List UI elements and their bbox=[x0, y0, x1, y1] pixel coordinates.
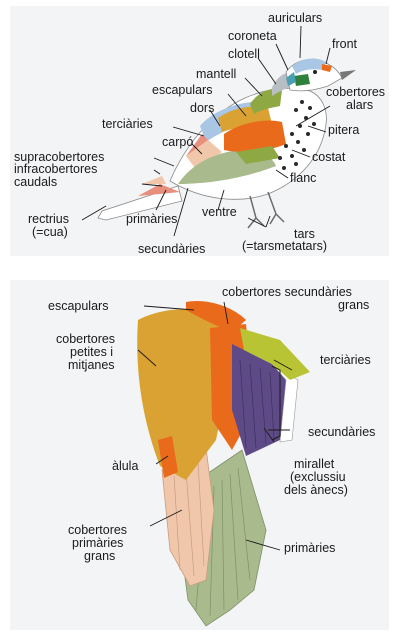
label-secundaries-top: secundàries bbox=[138, 243, 205, 256]
label-escapulars-wing: escapulars bbox=[48, 300, 108, 313]
label-mantell: mantell bbox=[196, 68, 236, 81]
label-costat: costat bbox=[312, 151, 345, 164]
label-cobertores-alars-2: alars bbox=[346, 99, 373, 112]
label-cobertores-primaries-3: grans bbox=[84, 550, 115, 563]
bottom-panel-wing-topography: escapulars cobertores secundàries grans … bbox=[10, 280, 389, 630]
label-carpo: carpó bbox=[162, 136, 193, 149]
label-dors: dors bbox=[190, 102, 214, 115]
label-cobertores-secundaries-2: grans bbox=[338, 299, 369, 312]
label-escapulars-top: escapulars bbox=[152, 84, 212, 97]
label-primaries-top: primàries bbox=[126, 213, 177, 226]
top-panel-bird-topography: auriculars coroneta front clotell mantel… bbox=[10, 6, 389, 256]
label-rectrius-2: (=cua) bbox=[32, 226, 68, 239]
label-infracobertores-2: caudals bbox=[14, 176, 57, 189]
ear-coverts-auriculars bbox=[294, 74, 310, 86]
label-secundaries-wing: secundàries bbox=[308, 426, 375, 439]
label-alula: àlula bbox=[112, 460, 138, 473]
label-cobertores-secundaries-1: cobertores secundàries bbox=[222, 286, 352, 299]
label-tars-2: (=tarsmetatars) bbox=[242, 240, 327, 253]
label-cobertores-petites-3: mitjanes bbox=[68, 359, 115, 372]
label-clotell: clotell bbox=[228, 48, 260, 61]
label-terciaries-wing: terciàries bbox=[320, 354, 371, 367]
eye bbox=[313, 70, 317, 74]
label-front: front bbox=[332, 38, 357, 51]
label-auriculars: auriculars bbox=[268, 12, 322, 25]
label-flanc: flanc bbox=[290, 172, 316, 185]
label-ventre: ventre bbox=[202, 206, 237, 219]
label-terciaries-top: terciàries bbox=[102, 118, 153, 131]
label-mirallet-3: dels ànecs) bbox=[284, 484, 348, 497]
label-pitera: pitera bbox=[328, 124, 359, 137]
label-primaries-wing: primàries bbox=[284, 542, 335, 555]
label-coroneta: coroneta bbox=[228, 30, 277, 43]
